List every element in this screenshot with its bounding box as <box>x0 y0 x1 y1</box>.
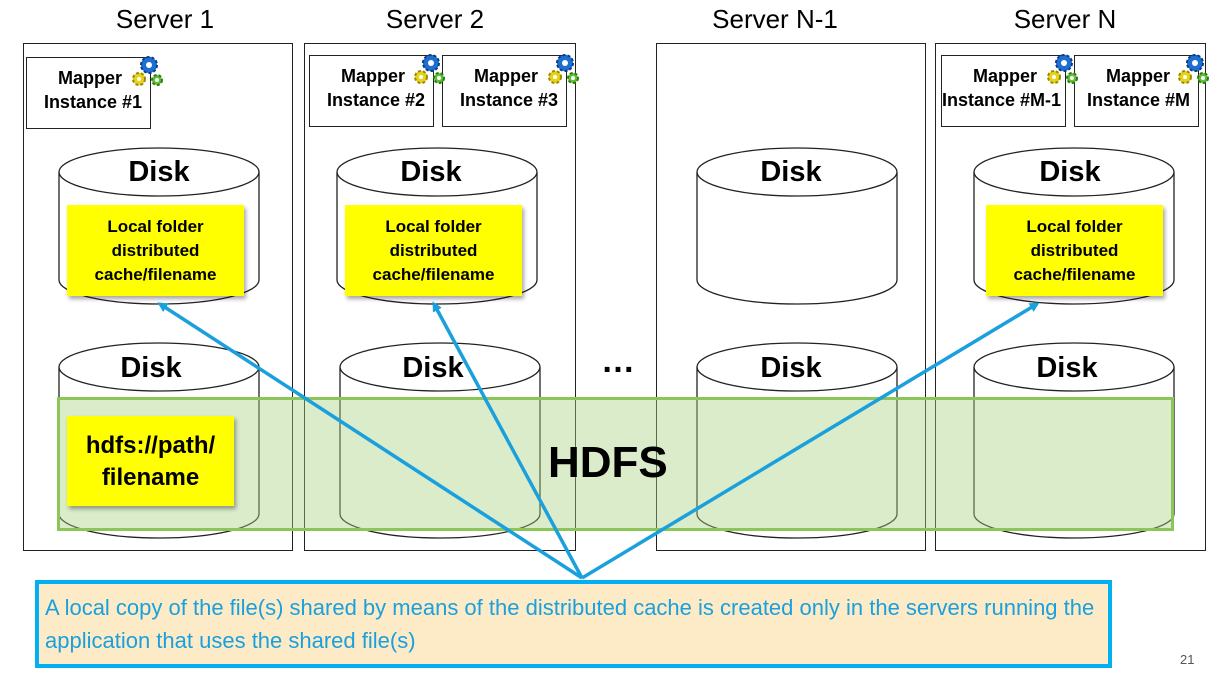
disk-1-top-label: Disk <box>128 156 190 188</box>
mapper-1-line1: Mapper <box>57 68 122 88</box>
disk-2-top-label: Disk <box>400 156 462 188</box>
mapper-instance-3: Mapper Instance #3 <box>442 55 567 127</box>
local-folder-line3: cache/filename <box>94 265 217 284</box>
mapper-m-line1: Mapper <box>1105 66 1170 86</box>
mapper-instance-m-1: Mapper Instance #M-1 <box>941 55 1066 127</box>
local-folder-line2: distributed <box>389 241 478 260</box>
disk-2-top-cap <box>336 147 538 197</box>
arrow-to-server-2 <box>432 301 584 579</box>
local-folder-note-2: Local folder distributed cache/filename <box>345 205 522 296</box>
disk-2-bottom-label: Disk <box>402 352 464 384</box>
server-n-1-label: Server N-1 <box>712 4 838 34</box>
local-folder-line3: cache/filename <box>1013 265 1136 284</box>
arrow-to-server-1 <box>157 302 583 580</box>
mapper-m-1-line1: Mapper <box>972 66 1037 86</box>
hdfs-band <box>57 397 1174 531</box>
hdfs-file-line2: filename <box>101 464 200 491</box>
gears-icon <box>1178 54 1209 84</box>
disk-4-top-label: Disk <box>1039 156 1101 188</box>
disk-3-top-cap <box>696 147 898 197</box>
gears-icon <box>132 56 163 86</box>
mapper-3-line2: Instance #3 <box>459 90 558 110</box>
server-2-label: Server 2 <box>385 4 485 34</box>
mapper-instance-m: Mapper Instance #M <box>1074 55 1199 127</box>
mapper-instance-2: Mapper Instance #2 <box>309 55 434 127</box>
local-folder-line2: distributed <box>1030 241 1119 260</box>
disk-1-bottom-label: Disk <box>120 352 182 384</box>
disk-3-top <box>696 172 898 305</box>
mapper-m-1-line2: Instance #M-1 <box>942 90 1062 110</box>
local-folder-note-1: Local folder distributed cache/filename <box>67 205 244 296</box>
local-folder-note-n: Local folder distributed cache/filename <box>986 205 1163 296</box>
mapper-m-line2: Instance #M <box>1086 90 1190 110</box>
local-folder-line1: Local folder <box>107 217 204 236</box>
local-folder-line1: Local folder <box>385 217 482 236</box>
hdfs-file-note: hdfs://path/ filename <box>67 416 234 506</box>
disk-2-bottom-cap <box>339 342 541 392</box>
ellipsis: … <box>601 342 637 380</box>
gears-icon <box>548 54 579 84</box>
local-folder-line1: Local folder <box>1026 217 1123 236</box>
mapper-1-line2: Instance #1 <box>43 92 142 112</box>
local-folder-line2: distributed <box>111 241 200 260</box>
hdfs-label: HDFS <box>548 438 668 487</box>
disk-4-bottom <box>973 367 1175 539</box>
mapper-instance-1: Mapper Instance #1 <box>26 57 151 129</box>
disk-4-top-cap <box>973 147 1175 197</box>
disk-3-bottom <box>696 367 898 539</box>
disk-3-bottom-cap <box>696 342 898 392</box>
gears-icon <box>1047 54 1078 84</box>
mapper-3-line1: Mapper <box>473 66 538 86</box>
page-number: 21 <box>1180 652 1195 667</box>
disk-4-bottom-cap <box>973 342 1175 392</box>
mapper-2-line2: Instance #2 <box>326 90 425 110</box>
disk-1-top-cap <box>58 147 260 197</box>
arrow-to-server-n <box>581 302 1040 580</box>
mapper-2-line1: Mapper <box>340 66 405 86</box>
gears-icon <box>414 54 445 84</box>
disk-3-bottom-label: Disk <box>760 352 822 384</box>
callout-note: A local copy of the file(s) shared by me… <box>35 580 1112 668</box>
server-1-label: Server 1 <box>115 4 215 34</box>
disk-4-bottom-label: Disk <box>1036 352 1098 384</box>
server-n-label: Server N <box>1013 4 1117 34</box>
hdfs-file-line1: hdfs://path/ <box>85 432 216 459</box>
disk-3-top-label: Disk <box>760 156 822 188</box>
local-folder-line3: cache/filename <box>372 265 495 284</box>
